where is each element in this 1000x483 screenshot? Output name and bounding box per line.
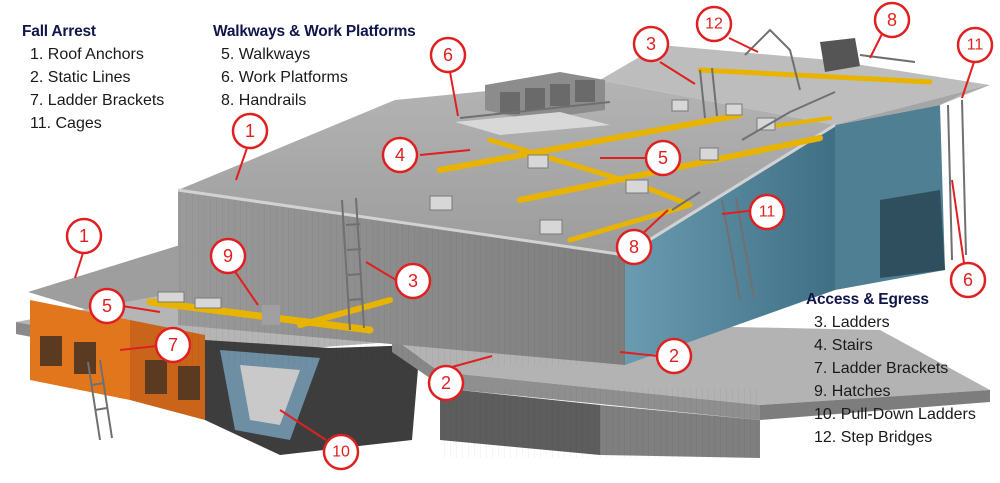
svg-text:3: 3: [408, 271, 418, 291]
svg-text:2: 2: [669, 346, 679, 366]
legend-item: 10. Pull-Down Ladders: [814, 406, 976, 423]
legend-item: 5. Walkways: [221, 46, 311, 63]
callout-10: 10: [322, 433, 360, 471]
legend-walkways: Walkways & Work Platforms 5. Walkways 6.…: [213, 20, 416, 112]
svg-text:12: 12: [705, 16, 723, 33]
svg-text:5: 5: [102, 296, 112, 316]
callout-1a: 1: [231, 112, 269, 150]
svg-text:3: 3: [646, 34, 656, 54]
callout-7: 7: [154, 326, 192, 364]
svg-text:6: 6: [443, 45, 453, 65]
legend-item: 9. Hatches: [814, 383, 891, 400]
callout-5b: 5: [644, 139, 682, 177]
legend-item: 6. Work Platforms: [221, 69, 348, 86]
callout-6b: 6: [949, 261, 987, 299]
pull-down-ladder-bay: [205, 340, 420, 455]
callout-11a: 11: [748, 193, 786, 231]
legend-title: Fall Arrest: [22, 23, 96, 40]
callout-11b: 11: [956, 26, 994, 64]
callout-1b: 1: [65, 217, 103, 255]
svg-text:7: 7: [168, 335, 178, 355]
legend-title: Access & Egress: [806, 291, 929, 308]
callout-6a: 6: [429, 36, 467, 74]
callout-8b: 8: [873, 1, 911, 39]
callout-9: 9: [209, 237, 247, 275]
svg-text:11: 11: [759, 204, 776, 221]
legend-item: 1. Roof Anchors: [30, 46, 144, 63]
ladders-and-rails: [87, 28, 967, 441]
callout-5a: 5: [88, 287, 126, 325]
svg-text:9: 9: [223, 246, 233, 266]
legend-access-egress: Access & Egress 3. Ladders 4. Stairs 7. …: [806, 288, 976, 449]
callout-8a: 8: [615, 228, 653, 266]
svg-text:4: 4: [395, 145, 405, 165]
svg-text:1: 1: [79, 226, 89, 246]
svg-text:11: 11: [967, 37, 984, 54]
legend-item: 11. Cages: [30, 115, 102, 132]
legend-title: Walkways & Work Platforms: [213, 23, 416, 40]
svg-text:1: 1: [245, 121, 255, 141]
legend-item: 4. Stairs: [814, 337, 873, 354]
legend-item: 12. Step Bridges: [814, 429, 933, 446]
svg-text:8: 8: [629, 237, 639, 257]
legend-item: 7. Ladder Brackets: [30, 92, 165, 109]
callout-3b: 3: [632, 25, 670, 63]
svg-text:2: 2: [441, 373, 451, 393]
callout-12: 12: [695, 5, 733, 43]
legend-item: 8. Handrails: [221, 92, 307, 109]
legend-item: 2. Static Lines: [30, 69, 131, 86]
legend-item: 7. Ladder Brackets: [814, 360, 949, 377]
callout-leaders: [74, 33, 975, 441]
svg-text:5: 5: [658, 148, 668, 168]
legend-item: 3. Ladders: [814, 314, 890, 331]
svg-text:10: 10: [332, 444, 350, 461]
svg-text:6: 6: [963, 270, 973, 290]
legend-fall-arrest: Fall Arrest 1. Roof Anchors 2. Static Li…: [22, 20, 164, 135]
callout-2a: 2: [427, 364, 465, 402]
callout-4: 4: [381, 136, 419, 174]
svg-text:8: 8: [887, 10, 897, 30]
callout-3a: 3: [394, 262, 432, 300]
rooftop-units: [157, 38, 860, 325]
callout-2b: 2: [655, 337, 693, 375]
